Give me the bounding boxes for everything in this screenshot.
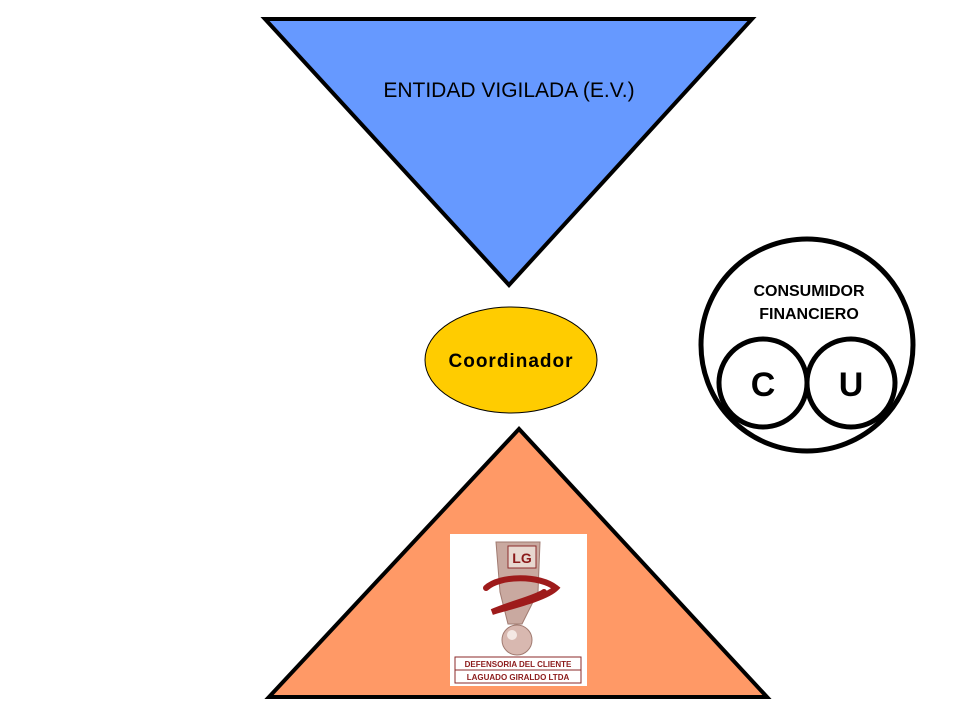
logo-line2: LAGUADO GIRALDO LTDA — [467, 673, 570, 682]
logo-monogram: LG — [512, 550, 532, 566]
coordinador-label: Coordinador — [449, 351, 574, 372]
defensoria-logo: LG DEFENSORIA DEL CLIENTE LAGUADO GIRALD… — [450, 534, 587, 686]
consumidor-label-line1: CONSUMIDOR — [753, 283, 865, 300]
entidad-vigilada-label: ENTIDAD VIGILADA (E.V.) — [383, 79, 634, 102]
u-inner-label: U — [839, 366, 864, 404]
consumidor-outer-circle — [698, 236, 916, 454]
entidad-vigilada-triangle: ENTIDAD VIGILADA (E.V.) — [260, 17, 757, 288]
consumidor-financiero-node: CONSUMIDOR FINANCIERO C U — [698, 236, 916, 454]
top-triangle-shape — [260, 17, 757, 288]
coordinador-node: Coordinador — [424, 306, 598, 414]
coordinador-ellipse — [424, 306, 598, 414]
u-inner-circle — [804, 336, 898, 430]
logo-line1: DEFENSORIA DEL CLIENTE — [465, 660, 572, 669]
c-inner-label: C — [751, 366, 776, 404]
logo-ribbon — [483, 575, 561, 615]
logo-monogram-box — [507, 545, 537, 569]
consumidor-label-line2: FINANCIERO — [759, 306, 859, 323]
logo-sphere — [501, 624, 533, 656]
logo-sphere-highlight — [507, 630, 517, 640]
